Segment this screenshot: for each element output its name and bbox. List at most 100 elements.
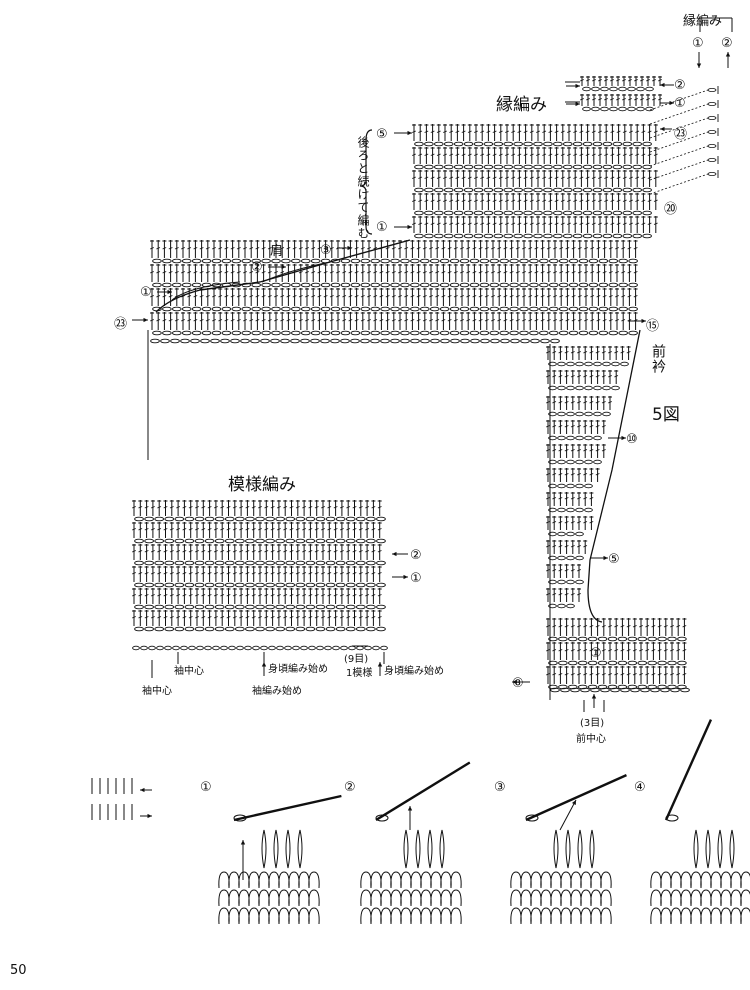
stitch-crossbar — [570, 649, 575, 652]
stitch-crossbar — [596, 247, 601, 250]
stitch-crossbar — [163, 572, 168, 575]
stitch-crossbar — [205, 319, 210, 322]
stitch-crossbar — [552, 649, 557, 652]
chain-stitch-symbol — [489, 306, 500, 312]
chain-stitch-symbol — [284, 645, 292, 651]
chain-stitch-symbol — [443, 233, 454, 239]
stitch-crossbar — [486, 176, 491, 179]
stitch-crossbar — [589, 351, 594, 354]
stitch-crossbar — [621, 295, 626, 298]
chain-stitch-symbol — [632, 233, 643, 239]
chain-stitch-symbol — [171, 330, 182, 336]
chain-stitch-symbol — [260, 338, 270, 344]
chain-stitch-symbol — [281, 282, 291, 288]
stitch-crossbar — [595, 375, 600, 378]
chain-stitch-symbol — [548, 507, 557, 513]
stitch-crossbar — [570, 545, 575, 548]
chain-stitch-symbol — [365, 626, 376, 632]
stitch-crossbar — [604, 79, 608, 82]
stitch-crossbar — [460, 295, 464, 298]
stitch-crossbar — [604, 222, 609, 225]
chain-stitch-symbol — [642, 164, 652, 170]
chain-stitch-symbol — [211, 306, 222, 312]
stitch-crossbar — [377, 594, 382, 597]
stitch-crossbar — [467, 153, 472, 156]
chain-stitch-symbol — [360, 306, 371, 312]
chain-stitch-symbol — [617, 636, 628, 642]
yarn-loop — [258, 907, 270, 925]
chain-stitch-symbol — [291, 258, 301, 264]
chain-stitch-symbol — [276, 645, 284, 651]
stitch-crossbar — [379, 319, 384, 322]
stitch-crossbar — [590, 271, 595, 274]
stitch-crossbar — [542, 130, 547, 133]
stitch-crossbar — [546, 625, 550, 628]
stitch-crossbar — [478, 295, 483, 298]
chain-stitch-symbol — [539, 258, 549, 264]
chain-stitch-symbol — [647, 660, 657, 666]
stitch-crossbar — [169, 550, 174, 553]
stitch-crossbar — [436, 130, 441, 133]
chain-stitch-symbol — [315, 516, 326, 522]
stitch-crossbar — [144, 550, 149, 553]
yarn-loop — [700, 889, 712, 907]
stitch-crossbar — [559, 247, 564, 250]
chain-stitch-symbol — [154, 516, 165, 522]
stitch-crossbar — [564, 425, 569, 428]
chain-stitch-symbol — [566, 531, 575, 537]
chain-stitch-symbol — [364, 645, 372, 651]
yarn-loop — [740, 907, 750, 925]
chain-stitch-symbol — [600, 687, 610, 693]
stitch-crossbar — [333, 506, 338, 509]
stitch-crossbar — [176, 550, 181, 553]
worked-stitch — [589, 829, 595, 869]
stitch-crossbar — [435, 247, 440, 250]
stitch-crossbar — [546, 425, 550, 428]
stitch-crossbar — [358, 594, 363, 597]
stitch-crossbar — [632, 673, 637, 676]
chain-stitch-symbol — [204, 582, 215, 588]
yarn-loop — [410, 871, 422, 889]
stitch-crossbar — [212, 295, 216, 298]
stitch-crossbar — [188, 616, 193, 619]
chain-stitch-symbol — [251, 330, 261, 336]
chain-stitch-symbol — [557, 579, 566, 585]
chain-stitch-symbol — [280, 338, 290, 344]
stitch-crossbar — [616, 176, 621, 179]
chain-stitch-symbol — [513, 141, 523, 147]
stitch-crossbar — [573, 176, 578, 179]
chain-stitch-symbol — [345, 516, 356, 522]
yarn-loop — [530, 889, 542, 907]
worked-stitch — [403, 829, 409, 869]
arrow-head — [407, 130, 412, 136]
chain-stitch-symbol — [236, 645, 244, 651]
stitch-crossbar — [478, 319, 483, 322]
stitch-crossbar — [422, 271, 427, 274]
chain-stitch-symbol — [275, 604, 286, 610]
chain-stitch-symbol — [370, 258, 381, 264]
stitch-crossbar — [261, 247, 266, 250]
stitch-crossbar — [542, 176, 547, 179]
stitch-crossbar — [193, 295, 198, 298]
chain-stitch-symbol — [295, 516, 306, 522]
stitch-crossbar — [270, 616, 275, 619]
arrow-head — [575, 83, 580, 89]
chain-stitch-symbol — [593, 385, 602, 391]
stitch-crossbar — [236, 319, 241, 322]
stitch-crossbar — [424, 153, 429, 156]
chain-stitch-symbol — [224, 516, 235, 522]
stitch-crossbar — [492, 130, 497, 133]
stitch-crossbar — [416, 247, 421, 250]
chain-stitch-symbol — [152, 282, 162, 288]
chain-stitch-symbol — [548, 531, 557, 537]
chain-stitch-symbol — [154, 538, 165, 544]
stitch-crossbar — [323, 295, 328, 298]
stitch-crossbar — [589, 625, 594, 628]
stitch-crossbar — [365, 616, 370, 619]
stitch-crossbar — [621, 247, 626, 250]
stitch-crossbar — [176, 616, 181, 619]
chain-stitch-symbol — [390, 306, 400, 312]
chain-stitch-symbol — [493, 210, 504, 216]
stitch-crossbar — [653, 176, 658, 179]
stitch-crossbar — [583, 449, 588, 452]
